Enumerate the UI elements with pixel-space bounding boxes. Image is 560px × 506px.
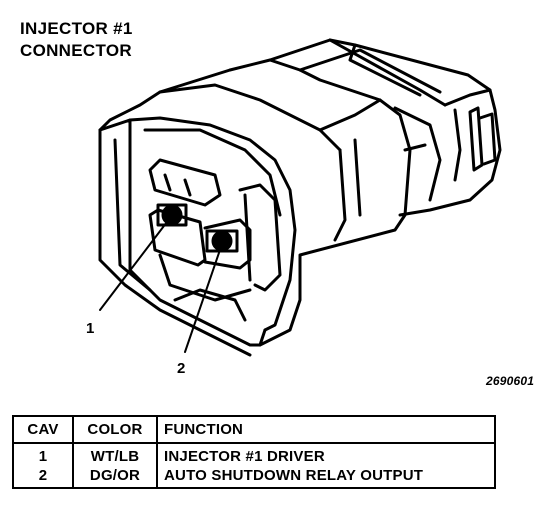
- title-line-2: CONNECTOR: [20, 41, 132, 60]
- cavity-1-terminal: [161, 204, 183, 226]
- table-row: 1 WT/LB INJECTOR #1 DRIVER: [12, 443, 496, 466]
- diagram-title: INJECTOR #1 CONNECTOR: [20, 18, 133, 62]
- row-cav: 2: [12, 466, 74, 489]
- row-function: INJECTOR #1 DRIVER: [156, 443, 496, 466]
- leader-2: [184, 243, 223, 353]
- title-line-1: INJECTOR #1: [20, 19, 133, 38]
- connector-body: [98, 58, 412, 347]
- callout-leaders: [99, 217, 223, 353]
- connector-front-face: [98, 116, 297, 357]
- row-cav: 1: [12, 443, 74, 466]
- table-row: 2 DG/OR AUTO SHUTDOWN RELAY OUTPUT: [12, 466, 496, 489]
- callout-label-2: 2: [177, 360, 186, 377]
- row-function: AUTO SHUTDOWN RELAY OUTPUT: [156, 466, 496, 489]
- cavity-2-terminal: [211, 230, 233, 252]
- row-color: WT/LB: [72, 443, 158, 466]
- callout-label-1: 1: [86, 320, 95, 337]
- connector-drawing: [98, 38, 502, 357]
- row-color: DG/OR: [72, 466, 158, 489]
- connector-rear-housing: [268, 38, 502, 217]
- header-color: COLOR: [72, 415, 158, 444]
- cavity-terminals: [156, 203, 239, 253]
- figure-id: 2690601: [486, 374, 535, 388]
- header-cav: CAV: [12, 415, 74, 444]
- cavity-table: CAV COLOR FUNCTION 1 WT/LB INJECTOR #1 D…: [12, 415, 496, 489]
- leader-1: [99, 217, 171, 311]
- table-header-row: CAV COLOR FUNCTION: [12, 415, 496, 444]
- header-function: FUNCTION: [156, 415, 496, 444]
